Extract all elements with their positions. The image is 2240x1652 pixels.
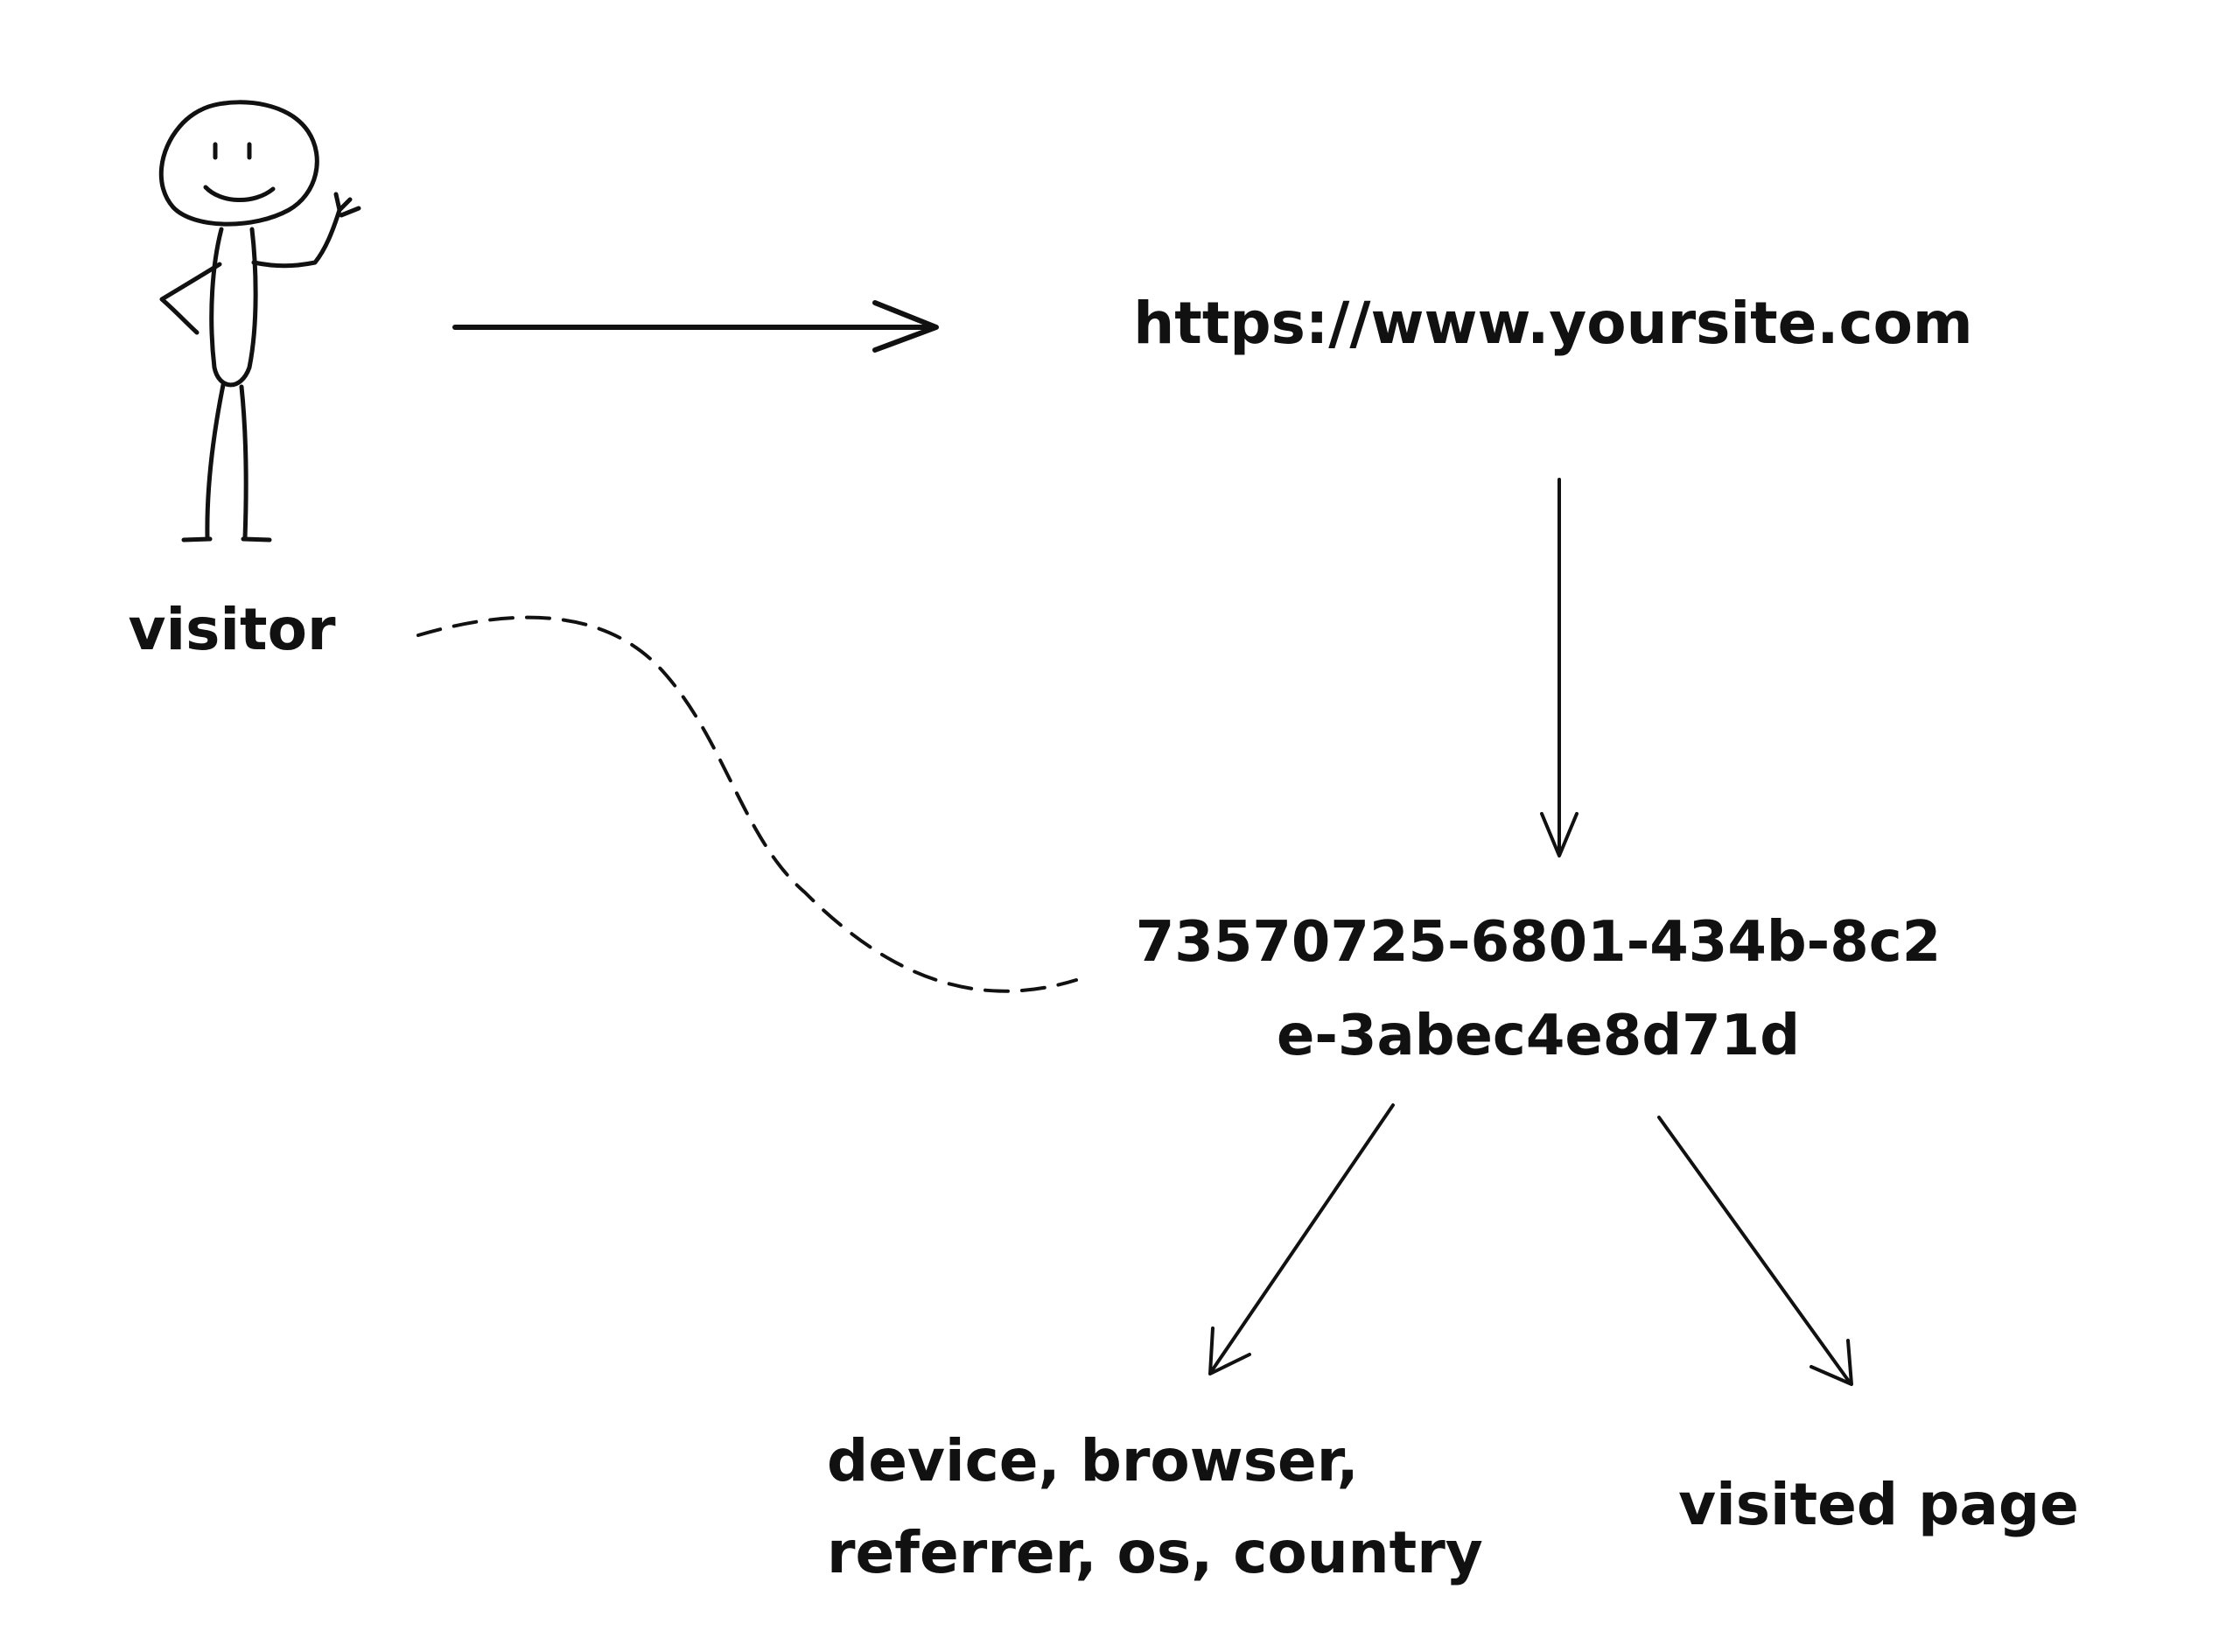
- dashed-link-visitor-to-id: [416, 615, 1078, 993]
- visitor-label: visitor: [129, 596, 336, 663]
- site-url-label: https://www.yoursite.com: [1133, 290, 1972, 357]
- figure-left-leg: [205, 382, 226, 541]
- visitor-id-line-1: 73570725-6801-434b-8c2: [1136, 910, 1941, 975]
- figure-right-arm: [251, 207, 342, 269]
- figure-left-foot: [181, 536, 213, 542]
- arrow-visitor-to-site: [452, 300, 939, 353]
- attributes-line-1: device, browser,: [827, 1427, 1359, 1494]
- figure-right-foot: [241, 536, 272, 542]
- stick-figure-icon: [158, 100, 361, 542]
- figure-hand: [333, 192, 361, 218]
- arrow-site-to-id: [1540, 478, 1578, 858]
- figure-body: [209, 227, 258, 388]
- attributes-line-2: referrer, os, country: [827, 1519, 1483, 1586]
- visitor-id-line-2: e-3abec4e8d71d: [1277, 1004, 1800, 1068]
- arrow-id-to-attributes: [1208, 1103, 1395, 1376]
- figure-left-arm: [159, 262, 222, 335]
- visited-page-label: visited page: [1678, 1471, 2079, 1538]
- figure-right-leg: [239, 384, 248, 541]
- arrow-id-to-visited-page: [1657, 1116, 1853, 1386]
- figure-smile: [203, 185, 276, 202]
- figure-head: [158, 100, 319, 227]
